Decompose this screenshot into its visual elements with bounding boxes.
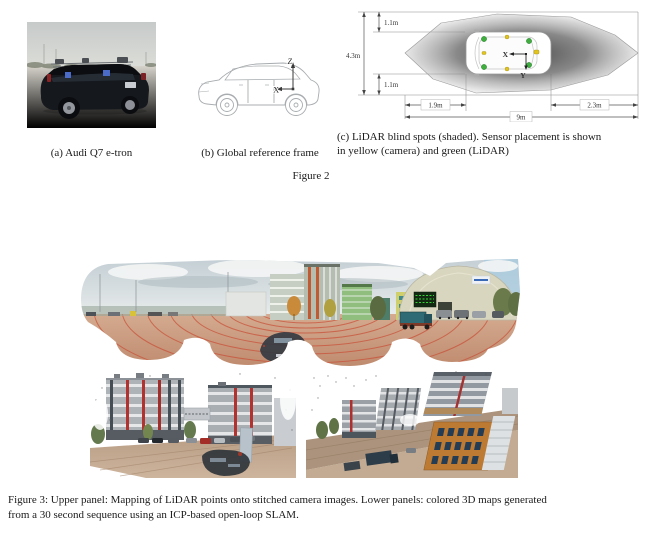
map2-building-sliver: [502, 388, 518, 414]
distant-cars: [86, 311, 178, 316]
map1-white-gaps: [92, 380, 296, 430]
pano-parked-cars: [436, 310, 504, 320]
pointcloud-map-front-view: [90, 373, 296, 478]
pointcloud-map-aerial-view: [306, 371, 518, 478]
map2-building-a: [342, 400, 376, 438]
window-sticker: [65, 72, 71, 78]
figure3-caption-line1: Figure 3: Upper panel: Mapping of LiDAR …: [8, 494, 547, 506]
coordinate-axes: X Z: [272, 56, 296, 96]
panorama-lidar-overlay: [81, 259, 520, 366]
taillight: [141, 73, 146, 80]
vehicle-axes: X Y: [503, 50, 528, 80]
x-axis-label: X: [273, 86, 279, 95]
car-line-art: [198, 62, 320, 116]
side-mirror: [474, 73, 479, 77]
x-axis-arrowhead: [276, 86, 282, 92]
y-axis-label: Y: [520, 71, 526, 80]
drawing-reference-frame: X Z: [198, 56, 320, 116]
map2-orange-building: [423, 416, 516, 471]
dimension-label-boxes: [420, 99, 610, 122]
origin-marker: [525, 53, 527, 55]
map2-building-c: [423, 372, 492, 416]
photo-audi-q7: [27, 22, 156, 128]
license-plate: [125, 82, 136, 88]
map1-foreground-car: [202, 449, 250, 476]
y-axis-arrowhead: [524, 65, 528, 70]
pano-clouds: [108, 259, 518, 282]
side-mirror: [474, 29, 479, 33]
map2-speckle: [311, 371, 487, 411]
lidar-sensor-dots: [481, 36, 532, 70]
dim-side-top: 1.1m: [384, 19, 399, 27]
map2-white-gap: [400, 414, 420, 426]
subfig-a-caption: (a) Audi Q7 e-tron: [50, 147, 133, 159]
dim-width-total: 4.3m: [346, 52, 361, 60]
pano-truck: [399, 311, 432, 330]
origin-marker: [291, 87, 295, 91]
subfig-b-caption: (b) Global reference frame: [201, 147, 319, 159]
diagram-lidar-blind-spots: X Y 4.3m 1.1m 1.1m 1.9m 2.3m: [346, 11, 639, 122]
figure3-caption: Figure 3: Upper panel: Mapping of LiDAR …: [8, 493, 642, 523]
dim-side-bottom: 1.1m: [384, 81, 399, 89]
pano-ground: [81, 314, 520, 366]
window-sticker: [103, 70, 110, 76]
distant-treeline: [81, 306, 228, 316]
subfig-c-caption: (c) LiDAR blind spots (shaded). Sensor p…: [337, 130, 641, 158]
figure2-label: Figure 2: [292, 170, 330, 182]
dim-rear: 2.3m: [587, 102, 602, 110]
map1-building-right: [208, 382, 272, 444]
subfig-c-caption-line2: in yellow (camera) and green (LiDAR): [337, 145, 509, 157]
taillight: [47, 74, 51, 82]
photo-car: [40, 57, 149, 119]
map2-trucks: [343, 448, 416, 472]
map2-trees: [316, 418, 339, 439]
photo-sky: [27, 22, 156, 68]
dimension-arrowheads: [362, 12, 638, 119]
dim-length-total: 9m: [517, 114, 527, 122]
dim-front: 1.9m: [428, 102, 443, 110]
figure3-caption-line2: from a 30 second sequence using an ICP-b…: [8, 509, 299, 521]
pano-trees: [287, 288, 520, 320]
subfig-c-caption-line1: (c) LiDAR blind spots (shaded). Sensor p…: [337, 131, 602, 143]
camera-sensor-dots: [481, 34, 540, 72]
x-axis-label: X: [503, 50, 509, 59]
x-axis-arrowhead: [509, 52, 514, 56]
z-axis-arrowhead: [290, 62, 296, 68]
z-axis-label: Z: [288, 57, 293, 66]
